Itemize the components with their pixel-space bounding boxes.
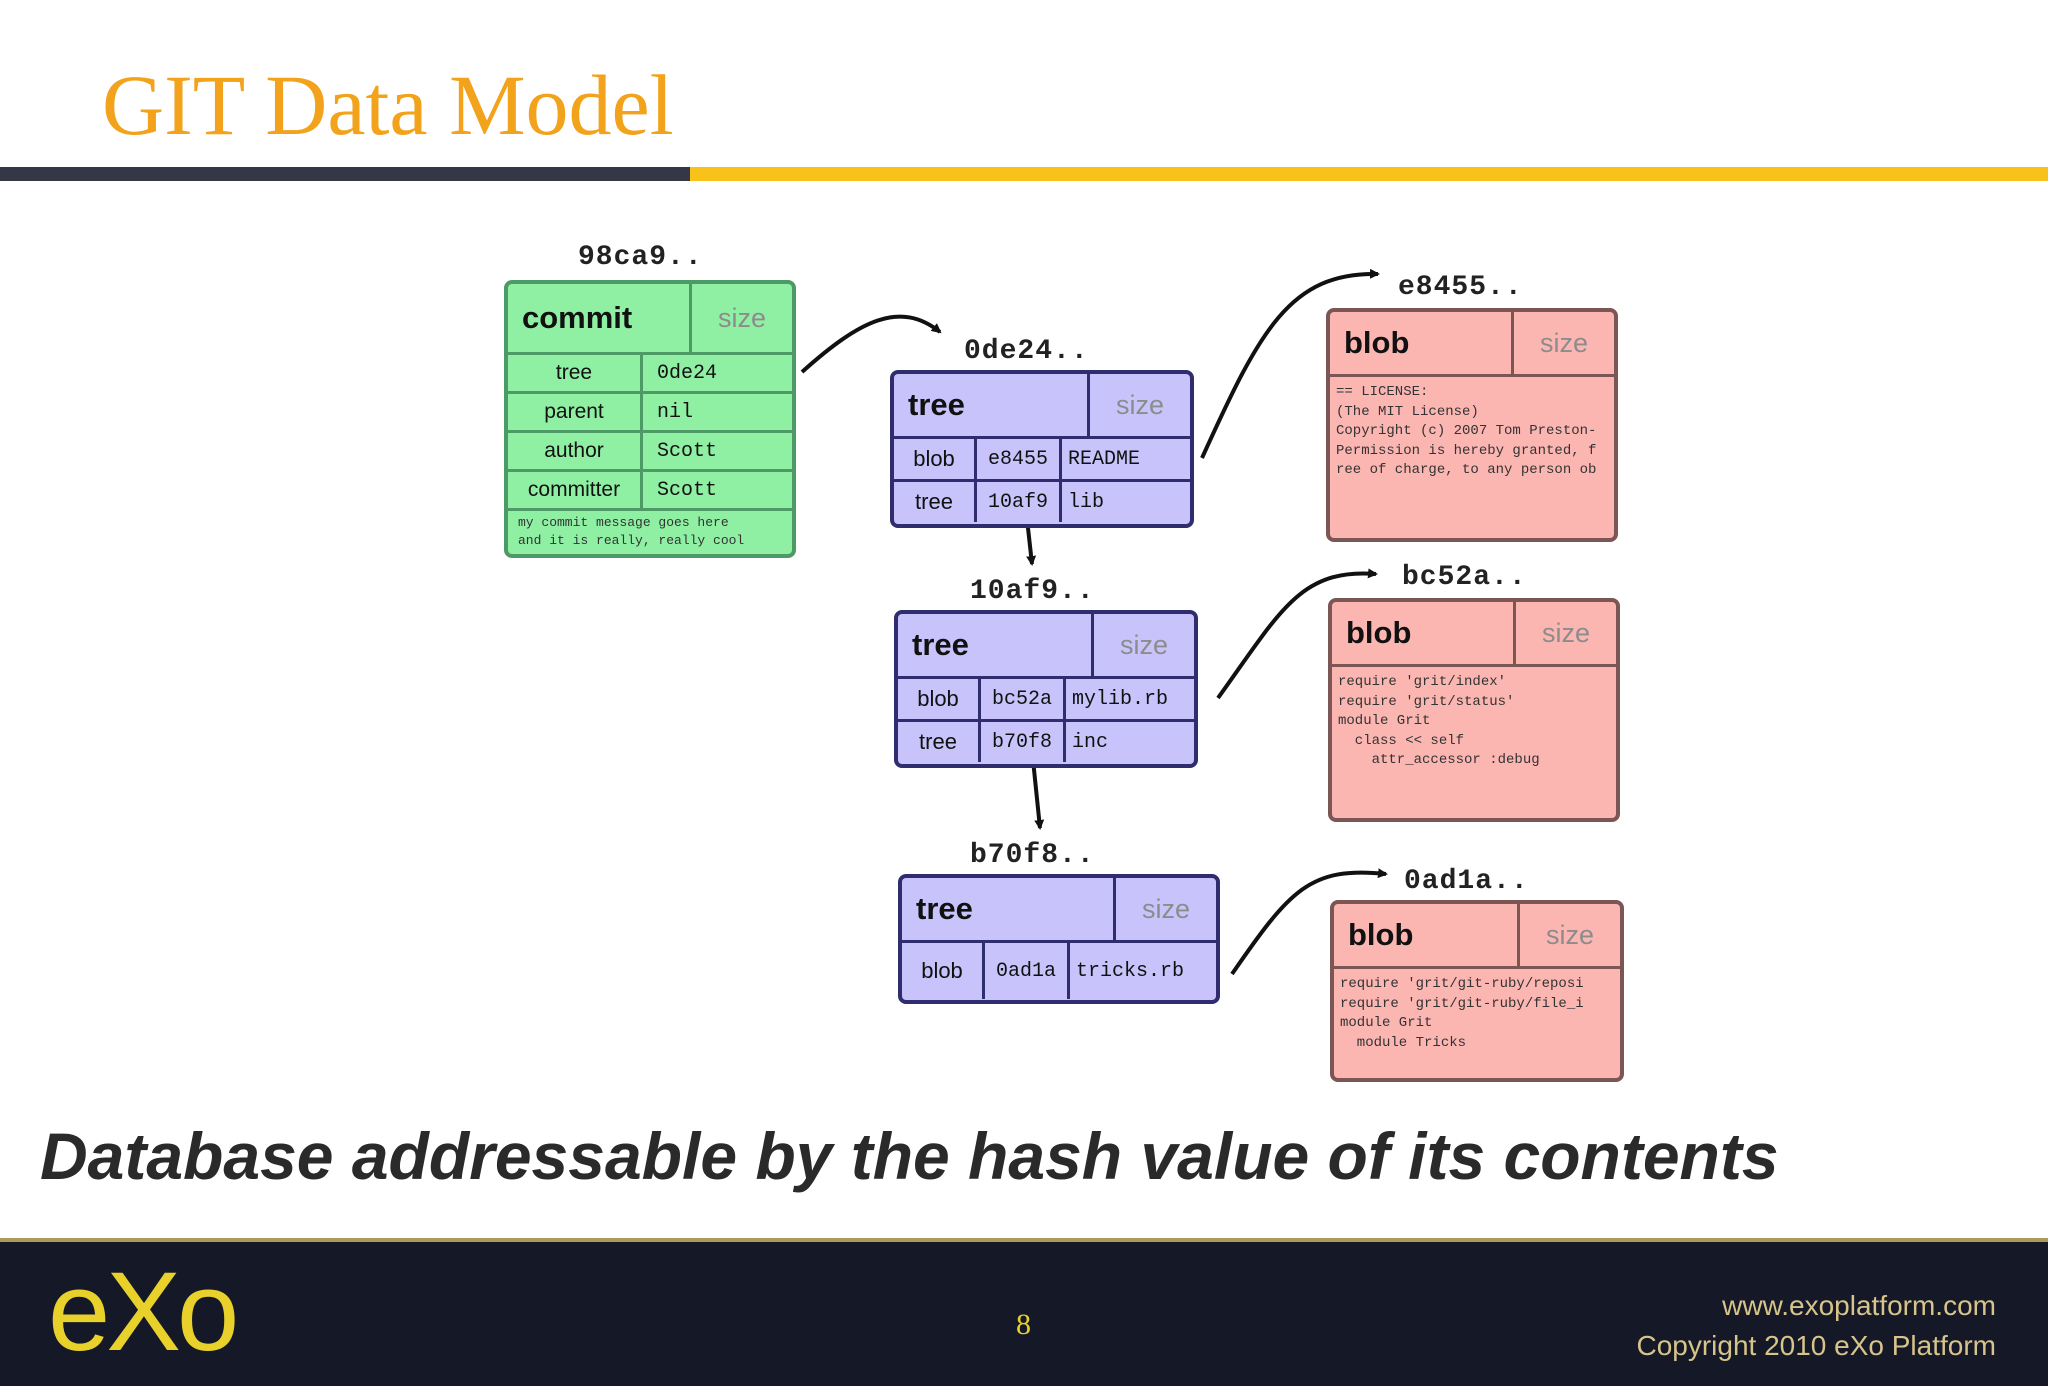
tree-entry-name: README xyxy=(1068,447,1141,471)
blob-type-label: blob xyxy=(1344,325,1410,360)
tree-hash: b70f8.. xyxy=(970,840,1095,871)
commit-row-author: author Scott xyxy=(508,433,792,472)
blob-line: Copyright (c) 2007 Tom Preston- xyxy=(1336,423,1597,439)
tree-entry-kind: blob xyxy=(902,943,985,999)
blob-line: module Grit xyxy=(1340,1015,1433,1031)
tree-entry-hash: 0ad1a xyxy=(985,943,1070,999)
commit-row-value: Scott xyxy=(657,439,718,463)
blob-line: require 'grit/index' xyxy=(1338,674,1507,690)
blob-line: require 'grit/git-ruby/file_i xyxy=(1340,995,1584,1012)
tree-header: tree size xyxy=(894,374,1190,439)
slide-footer: eXo 8 www.exoplatform.com Copyright 2010… xyxy=(0,1238,2048,1386)
blob-size-label: size xyxy=(1517,904,1620,966)
blob-header: blob size xyxy=(1330,312,1614,377)
blob-line: == LICENSE: xyxy=(1336,384,1429,400)
commit-size-label: size xyxy=(689,284,792,352)
tree-type-label: tree xyxy=(912,627,969,662)
tree-entry-kind: blob xyxy=(894,439,977,479)
blob-line: (The MIT License) xyxy=(1336,403,1479,420)
commit-row-committer: committer Scott xyxy=(508,472,792,511)
commit-row-value: 0de24 xyxy=(657,361,718,385)
title-rule-gold xyxy=(690,167,2048,181)
commit-header: commit size xyxy=(508,284,792,355)
commit-hash: 98ca9.. xyxy=(578,242,703,273)
blob-type-label: blob xyxy=(1346,615,1412,650)
tree-entry-hash: e8455 xyxy=(977,439,1062,479)
footer-url: www.exoplatform.com xyxy=(1722,1290,1996,1321)
slide-caption: Database addressable by the hash value o… xyxy=(40,1119,1779,1193)
blob-size-label: size xyxy=(1511,312,1614,374)
tree-type-label: tree xyxy=(916,891,973,926)
commit-row-tree: tree 0de24 xyxy=(508,355,792,394)
blob-header: blob size xyxy=(1332,602,1616,667)
blob-object-bc52a: blob size require 'grit/index'require 'g… xyxy=(1328,598,1620,822)
blob-hash: bc52a.. xyxy=(1402,562,1527,593)
blob-line: require 'grit/status' xyxy=(1338,693,1515,710)
tree-header: tree size xyxy=(902,878,1216,943)
tree-entry: tree 10af9 lib xyxy=(894,479,1190,522)
blob-line: module Tricks xyxy=(1340,1034,1467,1051)
tree-entry-name: lib xyxy=(1068,490,1105,514)
tree-entry: tree b70f8 inc xyxy=(898,719,1194,762)
blob-header: blob size xyxy=(1334,904,1620,969)
tree-entry-kind: blob xyxy=(898,679,981,719)
tree-size-label: size xyxy=(1113,878,1216,940)
tree-entry: blob bc52a mylib.rb xyxy=(898,679,1194,719)
arrow-commit-to-tree xyxy=(800,314,942,374)
tree-entry: blob e8455 README xyxy=(894,439,1190,479)
commit-message: my commit message goes here and it is re… xyxy=(508,511,792,553)
blob-line: require 'grit/git-ruby/reposi xyxy=(1340,976,1584,992)
page-number: 8 xyxy=(1016,1308,1031,1341)
blob-line: module Grit xyxy=(1338,713,1431,729)
tree-entry-hash: b70f8 xyxy=(981,722,1066,762)
title-rule-dark xyxy=(0,167,700,181)
tree-hash: 10af9.. xyxy=(970,576,1095,607)
tree-entry-hash: 10af9 xyxy=(977,482,1062,522)
blob-content: require 'grit/index' require 'grit/status… xyxy=(1332,667,1616,777)
blob-size-label: size xyxy=(1513,602,1616,664)
tree-object-b70f8: tree size blob 0ad1a tricks.rb xyxy=(898,874,1220,1004)
tree-hash: 0de24.. xyxy=(964,336,1089,367)
exo-logo: eXo xyxy=(48,1249,239,1374)
tree-object-10af9: tree size blob bc52a mylib.rb tree b70f8… xyxy=(894,610,1198,768)
commit-row-parent: parent nil xyxy=(508,394,792,433)
blob-line: ree of charge, to any person ob xyxy=(1336,462,1597,478)
blob-hash: e8455.. xyxy=(1398,272,1523,303)
tree-entry-name: inc xyxy=(1072,730,1109,754)
tree-object-0de24: tree size blob e8455 README tree 10af9 l… xyxy=(890,370,1194,528)
blob-line: class << self xyxy=(1338,732,1465,749)
tree-entry-kind: tree xyxy=(898,722,981,762)
tree-type-label: tree xyxy=(908,387,965,422)
blob-line: Permission is hereby granted, f xyxy=(1336,442,1597,459)
slide-title: GIT Data Model xyxy=(102,57,674,153)
tree-header: tree size xyxy=(898,614,1194,679)
tree-size-label: size xyxy=(1087,374,1190,436)
commit-object: commit size tree 0de24 parent nil author… xyxy=(504,280,796,558)
tree-entry-hash: bc52a xyxy=(981,679,1066,719)
tree-entry-name: mylib.rb xyxy=(1072,687,1169,711)
commit-row-value: nil xyxy=(657,400,694,424)
commit-row-key: committer xyxy=(508,472,643,508)
commit-message-line: my commit message goes here xyxy=(518,515,729,530)
commit-type-label: commit xyxy=(522,300,633,335)
commit-row-value: Scott xyxy=(657,478,718,502)
commit-row-key: tree xyxy=(508,355,643,391)
blob-line: attr_accessor :debug xyxy=(1338,752,1540,768)
blob-type-label: blob xyxy=(1348,917,1414,952)
blob-content: require 'grit/git-ruby/reposi require 'gr… xyxy=(1334,969,1620,1059)
commit-row-key: parent xyxy=(508,394,643,430)
tree-entry-name: tricks.rb xyxy=(1076,959,1185,983)
blob-hash: 0ad1a.. xyxy=(1404,866,1529,897)
commit-row-key: author xyxy=(508,433,643,469)
blob-object-e8455: blob size == LICENSE: (The MIT License) Co… xyxy=(1326,308,1618,542)
tree-entry-kind: tree xyxy=(894,482,977,522)
footer-copyright: Copyright 2010 eXo Platform xyxy=(1636,1330,1996,1361)
tree-entry: blob 0ad1a tricks.rb xyxy=(902,943,1216,999)
commit-message-line: and it is really, really cool xyxy=(518,533,745,548)
tree-size-label: size xyxy=(1091,614,1194,676)
blob-content: == LICENSE: (The MIT License) Copyright (c… xyxy=(1330,377,1614,487)
